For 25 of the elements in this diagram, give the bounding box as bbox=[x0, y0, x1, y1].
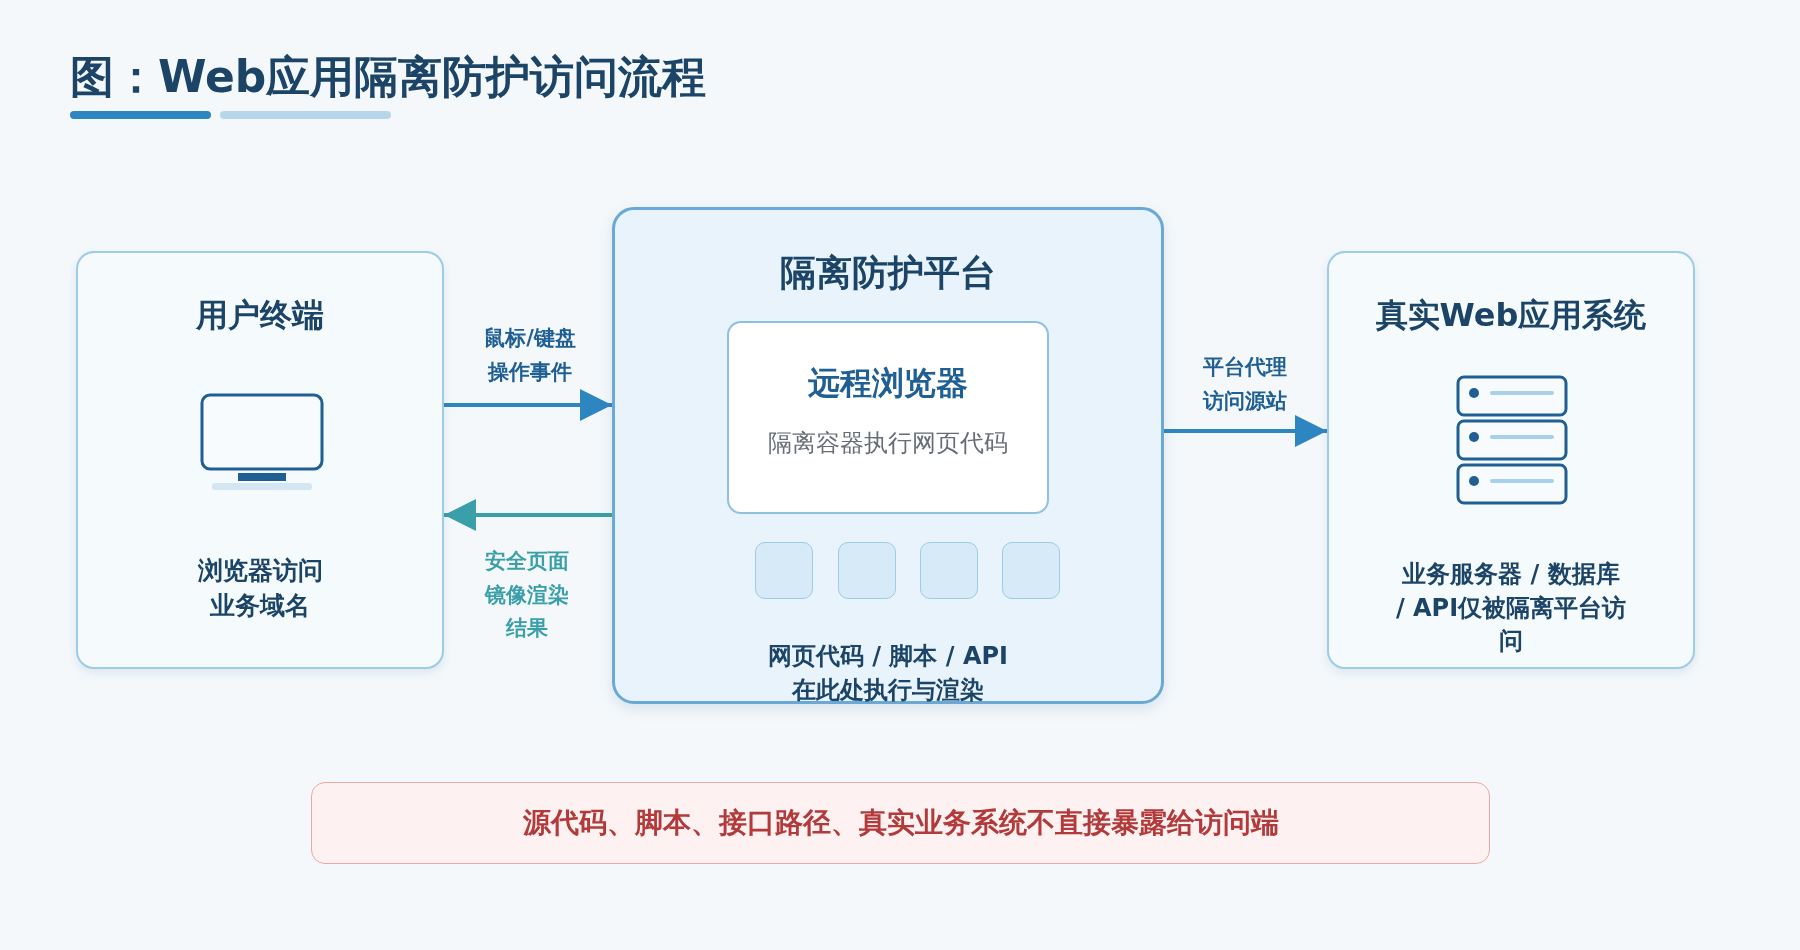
box-heading: 远程浏览器 bbox=[808, 363, 968, 404]
container-box bbox=[755, 542, 813, 599]
note-text: 源代码、脚本、接口路径、真实业务系统不直接暴露给访问端 bbox=[522, 805, 1279, 841]
container-box bbox=[920, 542, 978, 599]
server-system-box bbox=[1327, 251, 1695, 669]
box-description: 隔离容器执行网页代码 bbox=[768, 428, 1008, 459]
box-description: 网页代码 / 脚本 / API在此处执行与渲染 bbox=[766, 641, 1009, 706]
container-box bbox=[1002, 542, 1060, 599]
arrow bbox=[444, 389, 612, 421]
platform-box bbox=[612, 207, 1164, 704]
box-heading: 用户终端 bbox=[196, 295, 324, 336]
terminal-box bbox=[76, 251, 444, 669]
arrow bbox=[444, 499, 612, 531]
box-description: 浏览器访问业务域名 bbox=[196, 555, 324, 622]
title: 图：Web应用隔离防护访问流程 bbox=[70, 50, 707, 104]
box-heading: 真实Web应用系统 bbox=[1375, 295, 1647, 336]
arrow bbox=[1164, 415, 1327, 447]
note-box bbox=[311, 782, 1490, 864]
box-heading: 隔离防护平台 bbox=[780, 251, 996, 295]
edge-label: 安全页面镜像渲染结果 bbox=[483, 548, 570, 643]
box-description: 业务服务器 / 数据库 / API仅被隔离平台访问 bbox=[1395, 559, 1627, 658]
remote-browser-box bbox=[727, 321, 1049, 514]
edge-label: 鼠标/键盘操作事件 bbox=[483, 325, 577, 386]
edge-label: 平台代理访问源站 bbox=[1201, 354, 1288, 415]
container-box bbox=[838, 542, 896, 599]
